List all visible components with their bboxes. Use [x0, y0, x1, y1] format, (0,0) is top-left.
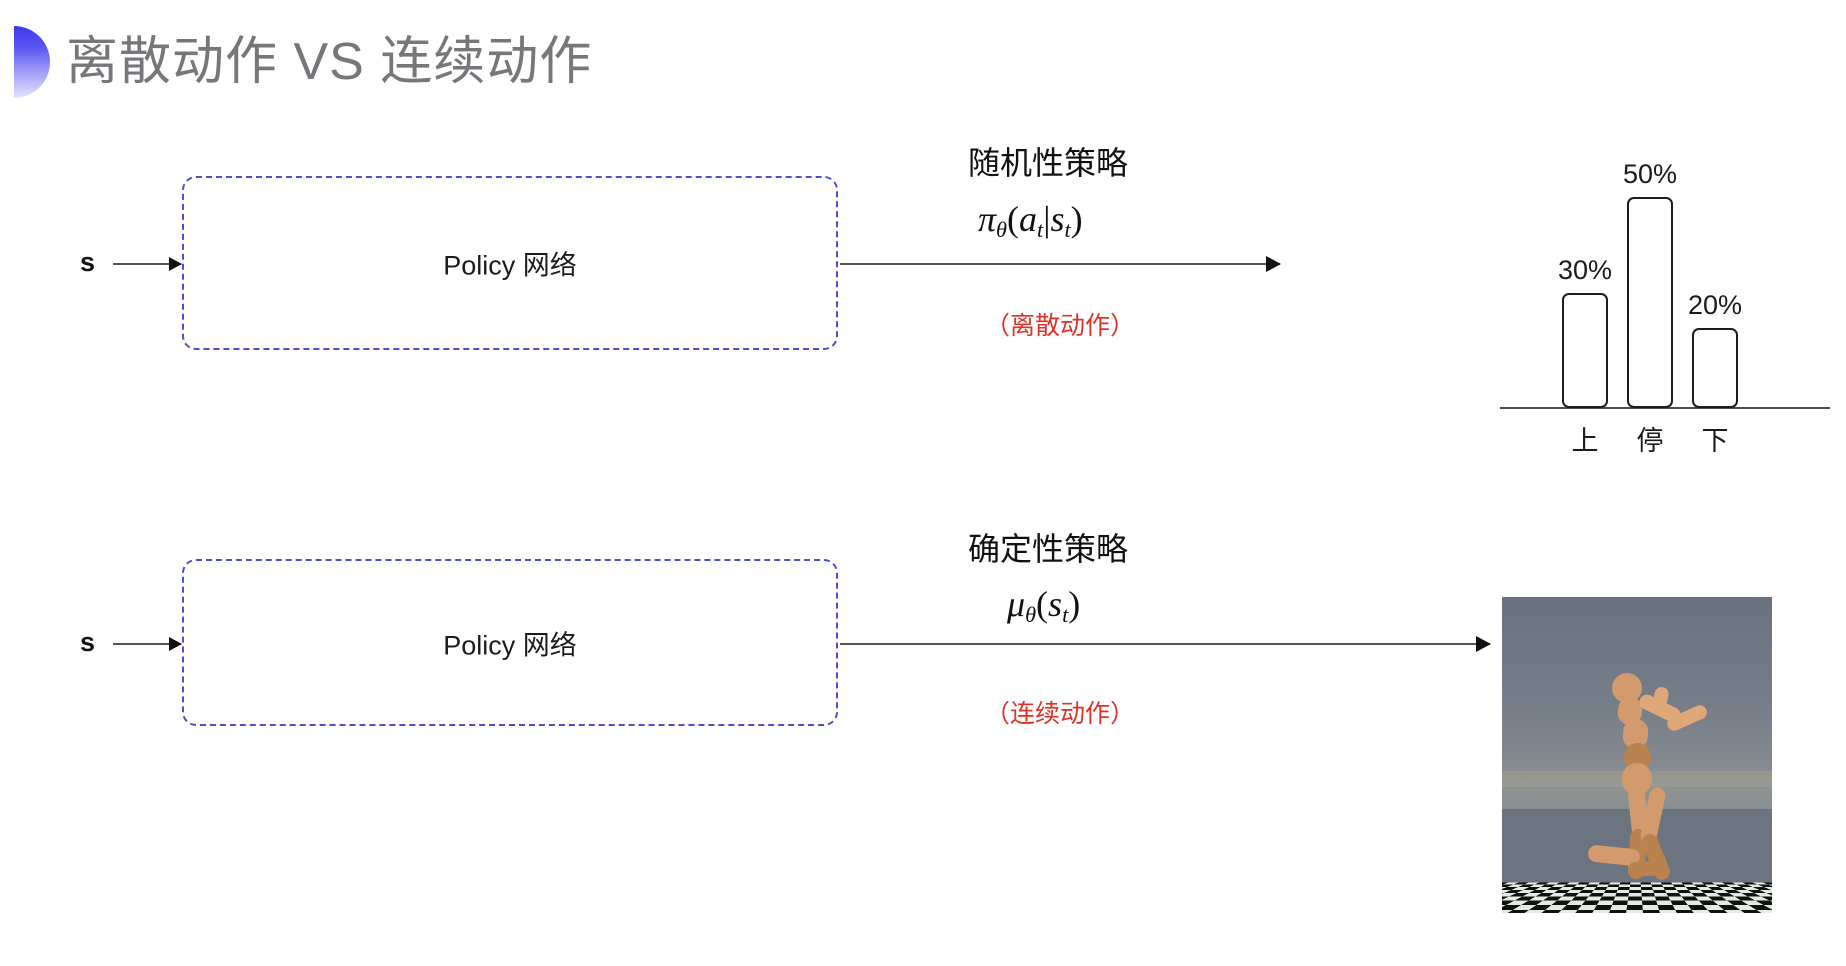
row2-policy-formula: μθ(st) — [1007, 583, 1080, 628]
row1-output-arrow — [840, 263, 1280, 265]
bar-value-2: 20% — [1687, 290, 1743, 320]
row2-formula-mu: μ — [1007, 584, 1026, 624]
row1-formula-a-sub: t — [1037, 217, 1044, 243]
discrete-action-bar-chart: 30% 上 50% 停 20% 下 — [1500, 100, 1830, 456]
row2-input-label: s — [80, 627, 96, 657]
row2-formula-theta: θ — [1025, 602, 1037, 628]
row2-action-note: （连续动作） — [985, 700, 1136, 728]
bar-rect-0 — [1562, 293, 1608, 408]
bar-value-0: 30% — [1557, 255, 1613, 285]
row1-formula-s: s — [1050, 199, 1065, 239]
row2-output-arrow — [840, 643, 1490, 645]
row1-formula-pi: π — [978, 199, 997, 239]
row1-action-note: （离散动作） — [985, 312, 1136, 340]
row1-formula-theta: θ — [996, 217, 1008, 243]
row2-input-arrow — [113, 643, 181, 645]
bar-tick-1: 停 — [1636, 426, 1664, 456]
bar-rect-1 — [1627, 197, 1673, 408]
row1-policy-formula: πθ(at|st) — [978, 198, 1083, 243]
row1-input-label: s — [80, 247, 96, 277]
row1-annotation-title: 随机性策略 — [968, 145, 1129, 181]
row1-formula-a: a — [1019, 199, 1038, 239]
sim-checkered-floor — [1502, 881, 1772, 913]
row2-formula-s-sub: t — [1062, 602, 1069, 628]
row1-formula-paren-open: ( — [1007, 199, 1020, 239]
row1-formula-s-sub: t — [1064, 217, 1071, 243]
humanoid-simulation-image — [1502, 597, 1772, 913]
row2-formula-paren-open: ( — [1036, 584, 1049, 624]
bar-chart-baseline — [1500, 407, 1830, 409]
humanoid-rear-foot — [1627, 859, 1667, 878]
row1-formula-paren-close: ) — [1070, 199, 1083, 239]
row1-formula-bar: | — [1043, 199, 1051, 239]
bar-chart-bars: 30% 上 50% 停 20% 下 — [1500, 128, 1830, 456]
title-accent-shape — [14, 26, 50, 98]
row1-input-arrow — [113, 263, 181, 265]
bar-tick-0: 上 — [1571, 426, 1599, 456]
row2-formula-s: s — [1048, 584, 1063, 624]
slide-bottom-edge — [0, 960, 1846, 966]
row2-annotation-title: 确定性策略 — [968, 531, 1129, 567]
row2-policy-box-label: Policy 网络 — [443, 630, 577, 660]
page-title: 离散动作 VS 连续动作 — [66, 33, 593, 91]
row1-policy-box[interactable]: Policy 网络 — [182, 176, 838, 350]
bar-rect-2 — [1692, 328, 1738, 408]
row2-formula-paren-close: ) — [1068, 584, 1081, 624]
bar-tick-2: 下 — [1701, 426, 1729, 456]
row1-policy-box-label: Policy 网络 — [443, 250, 577, 281]
row2-policy-box[interactable]: Policy 网络 — [182, 559, 838, 726]
bar-value-1: 50% — [1622, 159, 1678, 189]
